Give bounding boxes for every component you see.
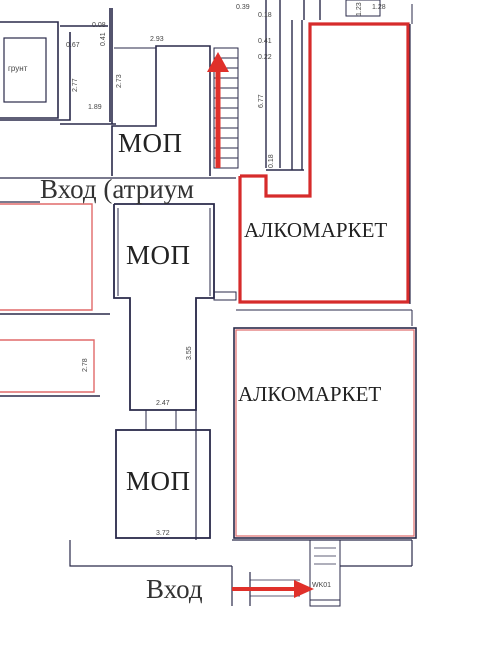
door-code-label: WK01 — [312, 582, 332, 589]
atrium-corridor — [0, 177, 236, 203]
dimension-label: 2.77 — [72, 78, 79, 92]
entrance-label-atrium: Вход (атриум — [40, 174, 194, 204]
room-label-alco-lower: АЛКОМАРКЕТ — [238, 382, 382, 406]
room-label-mop-top: МОП — [118, 128, 183, 158]
mop-middle-walls — [113, 203, 237, 540]
room-label-alco-upper: АЛКОМАРКЕТ — [244, 218, 388, 242]
dimension-label: 0.18 — [258, 12, 272, 19]
entrance-label-main: Вход — [146, 574, 203, 604]
room-label-mop-bottom: МОП — [126, 466, 191, 496]
arrow-right-icon — [232, 580, 314, 598]
dimension-label: 2.93 — [150, 36, 164, 43]
left-rooms — [0, 203, 110, 397]
bottom-outer-walls — [69, 539, 413, 607]
dimension-label: 0.67 — [66, 42, 80, 49]
dimension-label: 2.73 — [116, 74, 123, 88]
dimension-label: 1.89 — [88, 104, 102, 111]
dimension-label: 2.78 — [82, 358, 89, 372]
room-label-mop-middle: МОП — [126, 240, 191, 270]
arrow-up-icon — [207, 52, 229, 168]
dimension-label: 0.41 — [100, 32, 107, 46]
dimension-label: 0.18 — [268, 154, 275, 168]
dimension-label: 0.22 — [258, 54, 272, 61]
dimension-label: 6.77 — [258, 94, 265, 108]
top-center-walls — [265, 0, 381, 171]
room-label-grunt: грунт — [8, 64, 28, 73]
dimension-label: 0.08 — [92, 22, 106, 29]
mop-bottom-walls — [115, 429, 211, 539]
dimension-label: 1.23 — [356, 2, 363, 16]
dimension-label: 3.72 — [156, 530, 170, 537]
dimension-label: 1.28 — [372, 4, 386, 11]
alco-lower-walls — [233, 309, 417, 539]
dimension-label: 3.55 — [186, 346, 193, 360]
dimension-label: 0.39 — [236, 4, 250, 11]
dimension-label: 2.47 — [156, 400, 170, 407]
alco-upper-outline — [238, 22, 410, 304]
top-left-rooms — [0, 8, 116, 125]
dimension-label: 0.41 — [258, 38, 272, 45]
